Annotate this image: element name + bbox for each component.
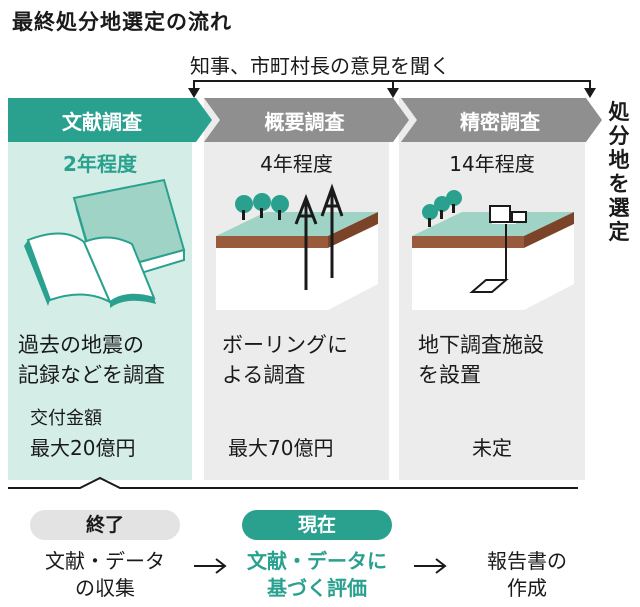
stage3-description: 地下調査施設 を設置 bbox=[418, 333, 544, 387]
stage3-label: 精密調査 bbox=[460, 110, 540, 134]
opinion-bracket-tick-left bbox=[193, 80, 195, 88]
opinion-bracket-tick-right bbox=[589, 80, 591, 88]
books-illustration bbox=[24, 178, 186, 308]
status-badge-current: 現在 bbox=[242, 510, 392, 540]
arrow-right-icon bbox=[194, 558, 227, 574]
stage1-amount: 最大20億円 bbox=[30, 436, 136, 460]
page-title: 最終処分地選定の流れ bbox=[12, 10, 232, 34]
stage2-chevron bbox=[204, 98, 409, 142]
stage-chevrons bbox=[8, 98, 602, 142]
tree-icon bbox=[235, 193, 289, 220]
progress-step-1: 文献・データ の収集 bbox=[45, 549, 165, 600]
stage3-amount: 未定 bbox=[472, 436, 512, 460]
marker-triangle-1 bbox=[188, 88, 200, 98]
stage2-label: 概要調査 bbox=[264, 110, 345, 134]
marker-triangle-3 bbox=[584, 88, 596, 98]
stage3-duration: 14年程度 bbox=[449, 152, 535, 176]
stage1-description: 過去の地震の 記録などを調査 bbox=[18, 333, 165, 387]
progress-step-3: 報告書の 作成 bbox=[487, 549, 567, 600]
facility-illustration bbox=[412, 190, 574, 310]
final-step-label: 処分地を選定 bbox=[608, 100, 630, 244]
boring-illustration bbox=[216, 183, 378, 310]
opinion-bracket-tick-mid bbox=[392, 80, 394, 88]
stage2-description: ボーリングに よる調査 bbox=[222, 333, 348, 387]
progress-bracket bbox=[8, 476, 578, 489]
opinion-note: 知事、市町村長の意見を聞く bbox=[190, 54, 450, 78]
stage3-chevron bbox=[401, 98, 602, 142]
status-badge-finished: 終了 bbox=[30, 510, 180, 540]
stage1-chevron bbox=[8, 98, 212, 142]
stage2-amount: 最大70億円 bbox=[228, 436, 334, 460]
stage1-label: 文献調査 bbox=[62, 110, 142, 134]
grant-label: 交付金額 bbox=[30, 408, 102, 429]
stage1-duration: 2年程度 bbox=[63, 152, 137, 176]
tree-icon bbox=[422, 190, 462, 227]
arrow-right-icon bbox=[414, 558, 447, 574]
progress-step-2: 文献・データに 基づく評価 bbox=[247, 549, 387, 600]
stage2-duration: 4年程度 bbox=[260, 152, 333, 176]
marker-triangle-2 bbox=[387, 88, 399, 98]
